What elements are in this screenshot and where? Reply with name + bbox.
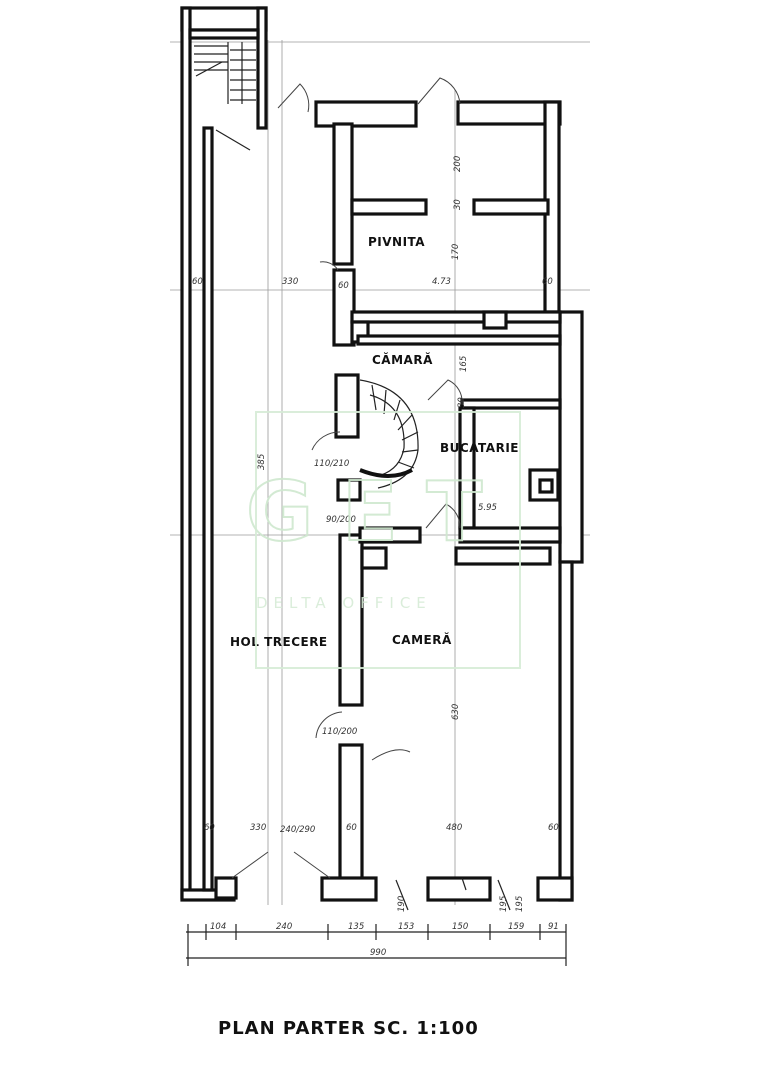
dim-label: 60: [346, 823, 357, 833]
dim-label: 330: [282, 277, 298, 287]
room-label-bucatarie: BUCATARIE: [440, 441, 519, 455]
dim-label: 200: [453, 156, 463, 172]
room-label-pivnita: PIVNITA: [368, 235, 425, 249]
chain-label: 135: [348, 922, 364, 932]
dim-label: 480: [446, 823, 462, 833]
chain-total-label: 990: [370, 948, 386, 958]
dim-label: 60: [192, 277, 203, 287]
room-labels: PIVNITA CĂMARĂ BUCATARIE HOL TRECERE CAM…: [230, 235, 519, 649]
dim-label: 60: [204, 823, 215, 833]
dim-label: 330: [250, 823, 266, 833]
watermark: G E T DELTA OFFICE: [245, 411, 521, 669]
room-label-camara: CĂMARĂ: [372, 352, 433, 367]
dim-label: 60: [338, 281, 349, 291]
chain-label: 240: [276, 922, 292, 932]
dim-label: 30: [457, 397, 467, 408]
dim-label: 30: [453, 199, 463, 210]
dim-label: 240/290: [280, 825, 315, 835]
dim-label: 110/200: [322, 727, 357, 737]
dim-label: 5.95: [478, 503, 497, 513]
chain-label: 91: [548, 922, 559, 932]
dim-label: 60: [542, 277, 553, 287]
chain-label: 153: [398, 922, 414, 932]
dim-label: 60: [548, 823, 559, 833]
dim-label: 190: [397, 896, 407, 912]
dim-label: 170: [451, 244, 461, 260]
dimension-labels: 60 330 60 4.73 60 200 30 170 165 30 385 …: [192, 156, 559, 912]
dim-label: 195: [515, 896, 525, 912]
room-label-camera: CAMERĂ: [392, 632, 452, 647]
dim-label: 90/200: [326, 515, 356, 525]
chain-label: 150: [452, 922, 468, 932]
dimension-chain: 104 240 135 153 150 159 91 990: [186, 922, 567, 966]
dim-label: 195: [499, 896, 509, 912]
walls: [180, 6, 584, 902]
dim-label: 110/210: [314, 459, 349, 469]
construction-lines: [170, 40, 590, 905]
plan-title: PLAN PARTER SC. 1:100: [218, 1018, 479, 1039]
watermark-subtitle: DELTA OFFICE: [256, 594, 432, 612]
chain-label: 159: [508, 922, 524, 932]
window-markers: [215, 129, 511, 911]
dim-label: 385: [257, 454, 267, 470]
chain-label: 104: [210, 922, 226, 932]
dim-label: 630: [451, 704, 461, 720]
stair-tower: [194, 42, 256, 104]
spiral-stair: [359, 379, 419, 489]
room-label-hol: HOL TRECERE: [230, 635, 328, 649]
dim-label: 165: [459, 356, 469, 372]
watermark-letters: G E T: [246, 465, 482, 560]
dim-label: 4.73: [432, 277, 451, 287]
door-swings: [231, 77, 463, 879]
